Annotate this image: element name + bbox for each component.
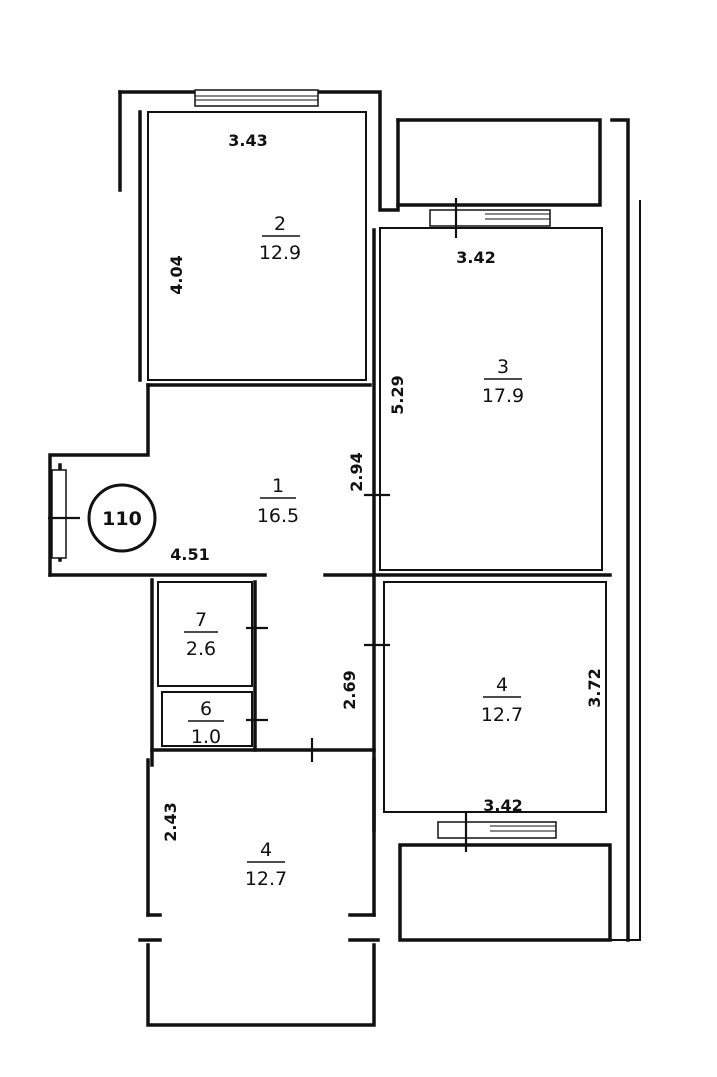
balcony-bottom (398, 843, 612, 942)
balcony-top (396, 118, 602, 207)
dim-room4-left-height: 2.43 (161, 802, 180, 841)
room-1-number: 1 (272, 475, 284, 497)
plan-number-badge: 110 (87, 483, 157, 553)
dim-hall-width: 4.51 (170, 545, 209, 564)
room-4-right-number: 4 (496, 674, 508, 696)
room-6-area: 1.0 (191, 726, 221, 748)
dim-room3-height: 5.29 (388, 375, 407, 414)
room-4-left-label: 4 12.7 (245, 839, 287, 890)
windows (51, 89, 557, 839)
room-7-area: 2.6 (186, 638, 216, 660)
dim-room4-right-height: 3.72 (585, 668, 604, 707)
room-2-outline (147, 111, 367, 381)
dim-corridor-height: 2.69 (340, 670, 359, 709)
room-3-number: 3 (497, 356, 509, 378)
window-room-4-right (437, 821, 557, 839)
room-2-number: 2 (274, 213, 286, 235)
room-7-label: 7 2.6 (184, 609, 218, 660)
wall-hall-left (48, 383, 150, 577)
room-7-outline (157, 581, 253, 687)
room-3-area: 17.9 (482, 385, 524, 407)
wall-right-exterior (610, 118, 630, 942)
dim-hall-height: 2.94 (347, 452, 366, 491)
room-3-label: 3 17.9 (482, 356, 524, 407)
window-hall-left (51, 469, 67, 559)
room-4-left-area: 12.7 (245, 868, 287, 890)
room-4-left-number: 4 (260, 839, 272, 861)
dim-room2-height: 4.04 (167, 255, 186, 294)
room-6-label: 6 1.0 (188, 698, 224, 748)
room-3-outline (379, 227, 603, 571)
room-4-right-outline (383, 581, 607, 813)
room-1-area: 16.5 (257, 505, 299, 527)
wall-top-right (316, 90, 400, 212)
walls (48, 90, 641, 1027)
room-1-label: 1 16.5 (257, 475, 299, 527)
room-2-label: 2 12.9 (259, 213, 301, 264)
room-6-number: 6 (200, 698, 212, 720)
door-marks (48, 198, 468, 852)
window-room-3 (429, 209, 551, 227)
dim-room4-right-width: 3.42 (483, 796, 522, 815)
dim-room3-width: 3.42 (456, 248, 495, 267)
room-4-right-area: 12.7 (481, 704, 523, 726)
plan-number: 110 (102, 508, 142, 530)
room-2-area: 12.9 (259, 242, 301, 264)
room-4-right-label: 4 12.7 (481, 674, 523, 726)
wall-loggia (146, 943, 376, 1027)
dim-room2-width: 3.43 (228, 131, 267, 150)
room-7-number: 7 (195, 609, 207, 631)
window-room-2 (194, 89, 319, 107)
